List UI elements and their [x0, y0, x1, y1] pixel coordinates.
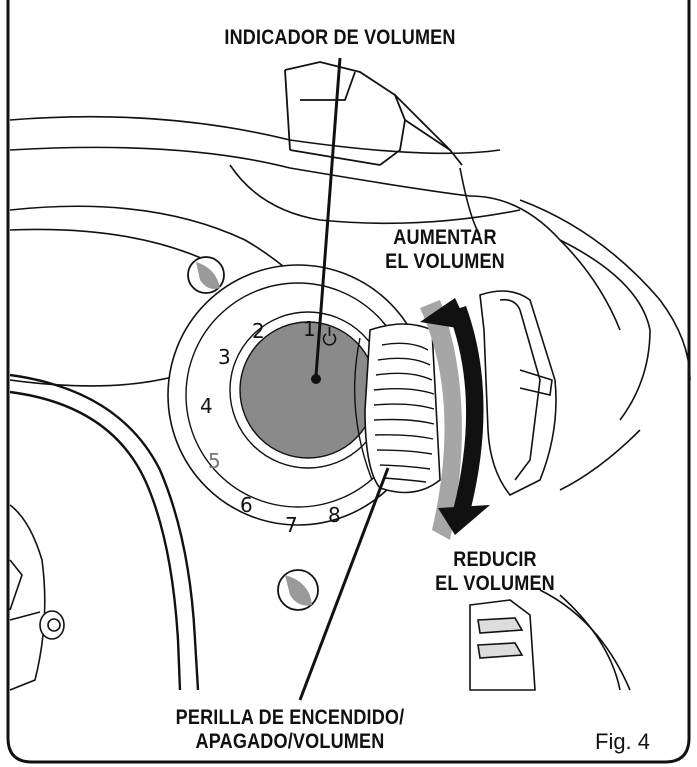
dial-number-8: 8 — [328, 503, 341, 527]
figure-frame — [6, 0, 691, 764]
dial-number-5: 5 — [208, 449, 221, 473]
speaker-grille — [9, 504, 65, 691]
figure-number: Fig. 4 — [595, 729, 651, 754]
power-icon — [322, 327, 337, 346]
radio-body-outline — [9, 115, 691, 691]
increase-volume-line2: EL VOLUMEN — [385, 250, 505, 273]
increase-volume-label: AUMENTAR EL VOLUMEN — [359, 226, 531, 274]
arrow-black-band — [448, 306, 484, 520]
decrease-volume-label: REDUCIR EL VOLUMEN — [400, 548, 589, 596]
knob-label-line1: PERILLA DE ENCENDIDO/ — [175, 706, 405, 729]
power-volume-knob-label: PERILLA DE ENCENDIDO/ APAGADO/VOLUMEN — [135, 706, 445, 754]
side-latch — [469, 599, 536, 691]
screw-hole-bottom — [277, 569, 319, 611]
dial-number-2: 2 — [252, 319, 265, 343]
dial-number-4: 4 — [200, 394, 213, 418]
knob-label-line2: APAGADO/VOLUMEN — [195, 730, 385, 753]
decrease-volume-line2: EL VOLUMEN — [435, 572, 555, 595]
volume-knob — [373, 342, 435, 483]
volume-indicator-dot — [311, 374, 321, 384]
radio-lower-body — [9, 373, 200, 691]
volume-indicator-text: INDICADOR DE VOLUMEN — [224, 26, 456, 49]
dial-numbers: 1 2 3 4 5 6 7 8 — [200, 317, 341, 537]
dial-number-6: 6 — [240, 493, 253, 517]
leader-lines — [298, 57, 390, 701]
dial-number-3: 3 — [218, 345, 231, 369]
volume-indicator-label: INDICADOR DE VOLUMEN — [177, 26, 504, 50]
leader-knob — [298, 467, 390, 701]
leader-volume-indicator — [314, 57, 342, 377]
dial-number-1: 1 — [303, 317, 316, 341]
arrow-gray-band — [420, 300, 462, 540]
volume-dial — [167, 264, 429, 526]
decrease-arrow-head — [438, 505, 490, 535]
handle-tab — [284, 61, 463, 166]
screw-hole-top — [187, 256, 225, 294]
increase-volume-line1: AUMENTAR — [393, 226, 497, 249]
dial-number-7: 7 — [285, 513, 298, 537]
side-knob — [479, 290, 557, 497]
volume-direction-arrow — [420, 298, 490, 540]
decrease-volume-line1: REDUCIR — [453, 548, 537, 571]
